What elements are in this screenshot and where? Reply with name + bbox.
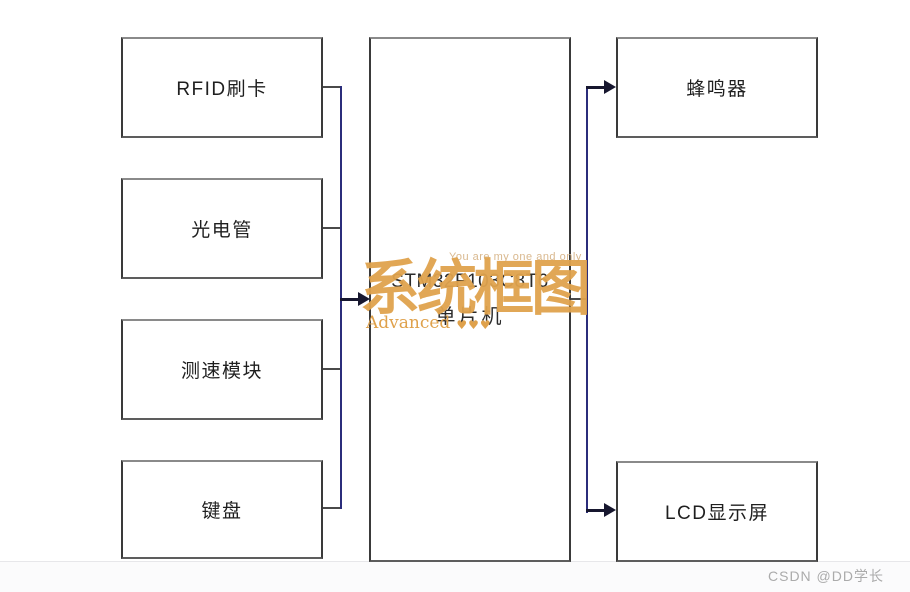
connector-speed-to-bus <box>322 368 342 370</box>
connector-mcu-to-bus <box>571 298 588 300</box>
connector-rfid-to-bus <box>322 86 342 88</box>
block-label-buzzer: 蜂鸣器 <box>686 79 748 100</box>
left-bus-line <box>340 86 342 509</box>
block-mcu: STM32F103C8T6 单片机 <box>369 37 571 562</box>
block-lcd-display: LCD显示屏 <box>616 461 818 562</box>
block-label-keyboard: 键盘 <box>201 501 243 522</box>
block-rfid-reader: RFID刷卡 <box>121 37 323 138</box>
arrowhead-into-mcu-icon <box>358 292 370 306</box>
arrow-line-into-mcu <box>340 298 360 301</box>
block-label-rfid: RFID刷卡 <box>176 79 268 100</box>
connector-keyboard-to-bus <box>322 507 342 509</box>
block-speed-module: 测速模块 <box>121 319 323 420</box>
connector-photo-to-bus <box>322 227 342 229</box>
right-bus-line <box>586 86 588 513</box>
csdn-credit: CSDN @DD学长 <box>768 568 884 584</box>
page-margin-area <box>0 562 910 592</box>
arrowhead-into-lcd-icon <box>604 503 616 517</box>
block-buzzer: 蜂鸣器 <box>616 37 818 138</box>
arrow-line-into-buzzer <box>586 86 605 89</box>
block-keyboard: 键盘 <box>121 460 323 559</box>
mcu-type-label: 单片机 <box>435 305 505 328</box>
block-label-photoelectric: 光电管 <box>191 220 253 241</box>
arrowhead-into-buzzer-icon <box>604 80 616 94</box>
block-label-lcd: LCD显示屏 <box>664 503 769 524</box>
arrow-line-into-lcd <box>586 509 605 512</box>
block-label-speed: 测速模块 <box>180 361 263 382</box>
mcu-part-number: STM32F103C8T6 <box>391 270 549 292</box>
block-photoelectric-tube: 光电管 <box>121 178 323 279</box>
